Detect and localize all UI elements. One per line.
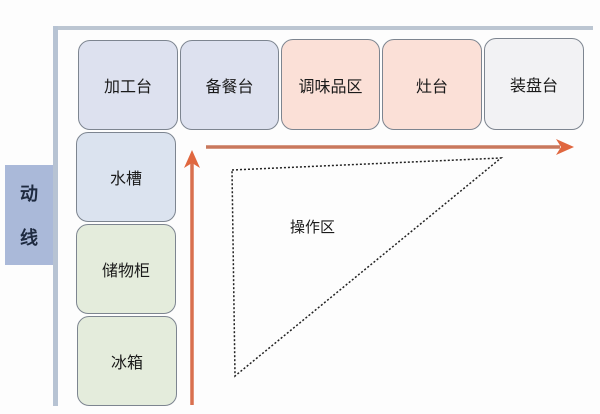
label-char: 动 (20, 184, 38, 205)
work-area-label: 操作区 (290, 218, 336, 236)
work-triangle (231, 157, 504, 378)
label-char: 线 (20, 228, 38, 249)
flow-line-label: 动 线 (5, 165, 53, 265)
frame-left-bar (53, 26, 58, 406)
station-condiments: 调味品区 (281, 39, 380, 130)
station-plating: 装盘台 (484, 38, 584, 130)
station-storage-cabinet: 储物柜 (76, 224, 176, 314)
station-sink: 水槽 (76, 132, 176, 222)
station-fridge: 冰箱 (77, 316, 177, 406)
up-arrow-head (184, 150, 200, 168)
station-prep-table: 加工台 (78, 40, 178, 130)
station-stove: 灶台 (382, 39, 482, 130)
frame-top-bar (53, 26, 593, 30)
right-arrow-head (556, 139, 574, 155)
station-serving-prep: 备餐台 (180, 40, 279, 130)
